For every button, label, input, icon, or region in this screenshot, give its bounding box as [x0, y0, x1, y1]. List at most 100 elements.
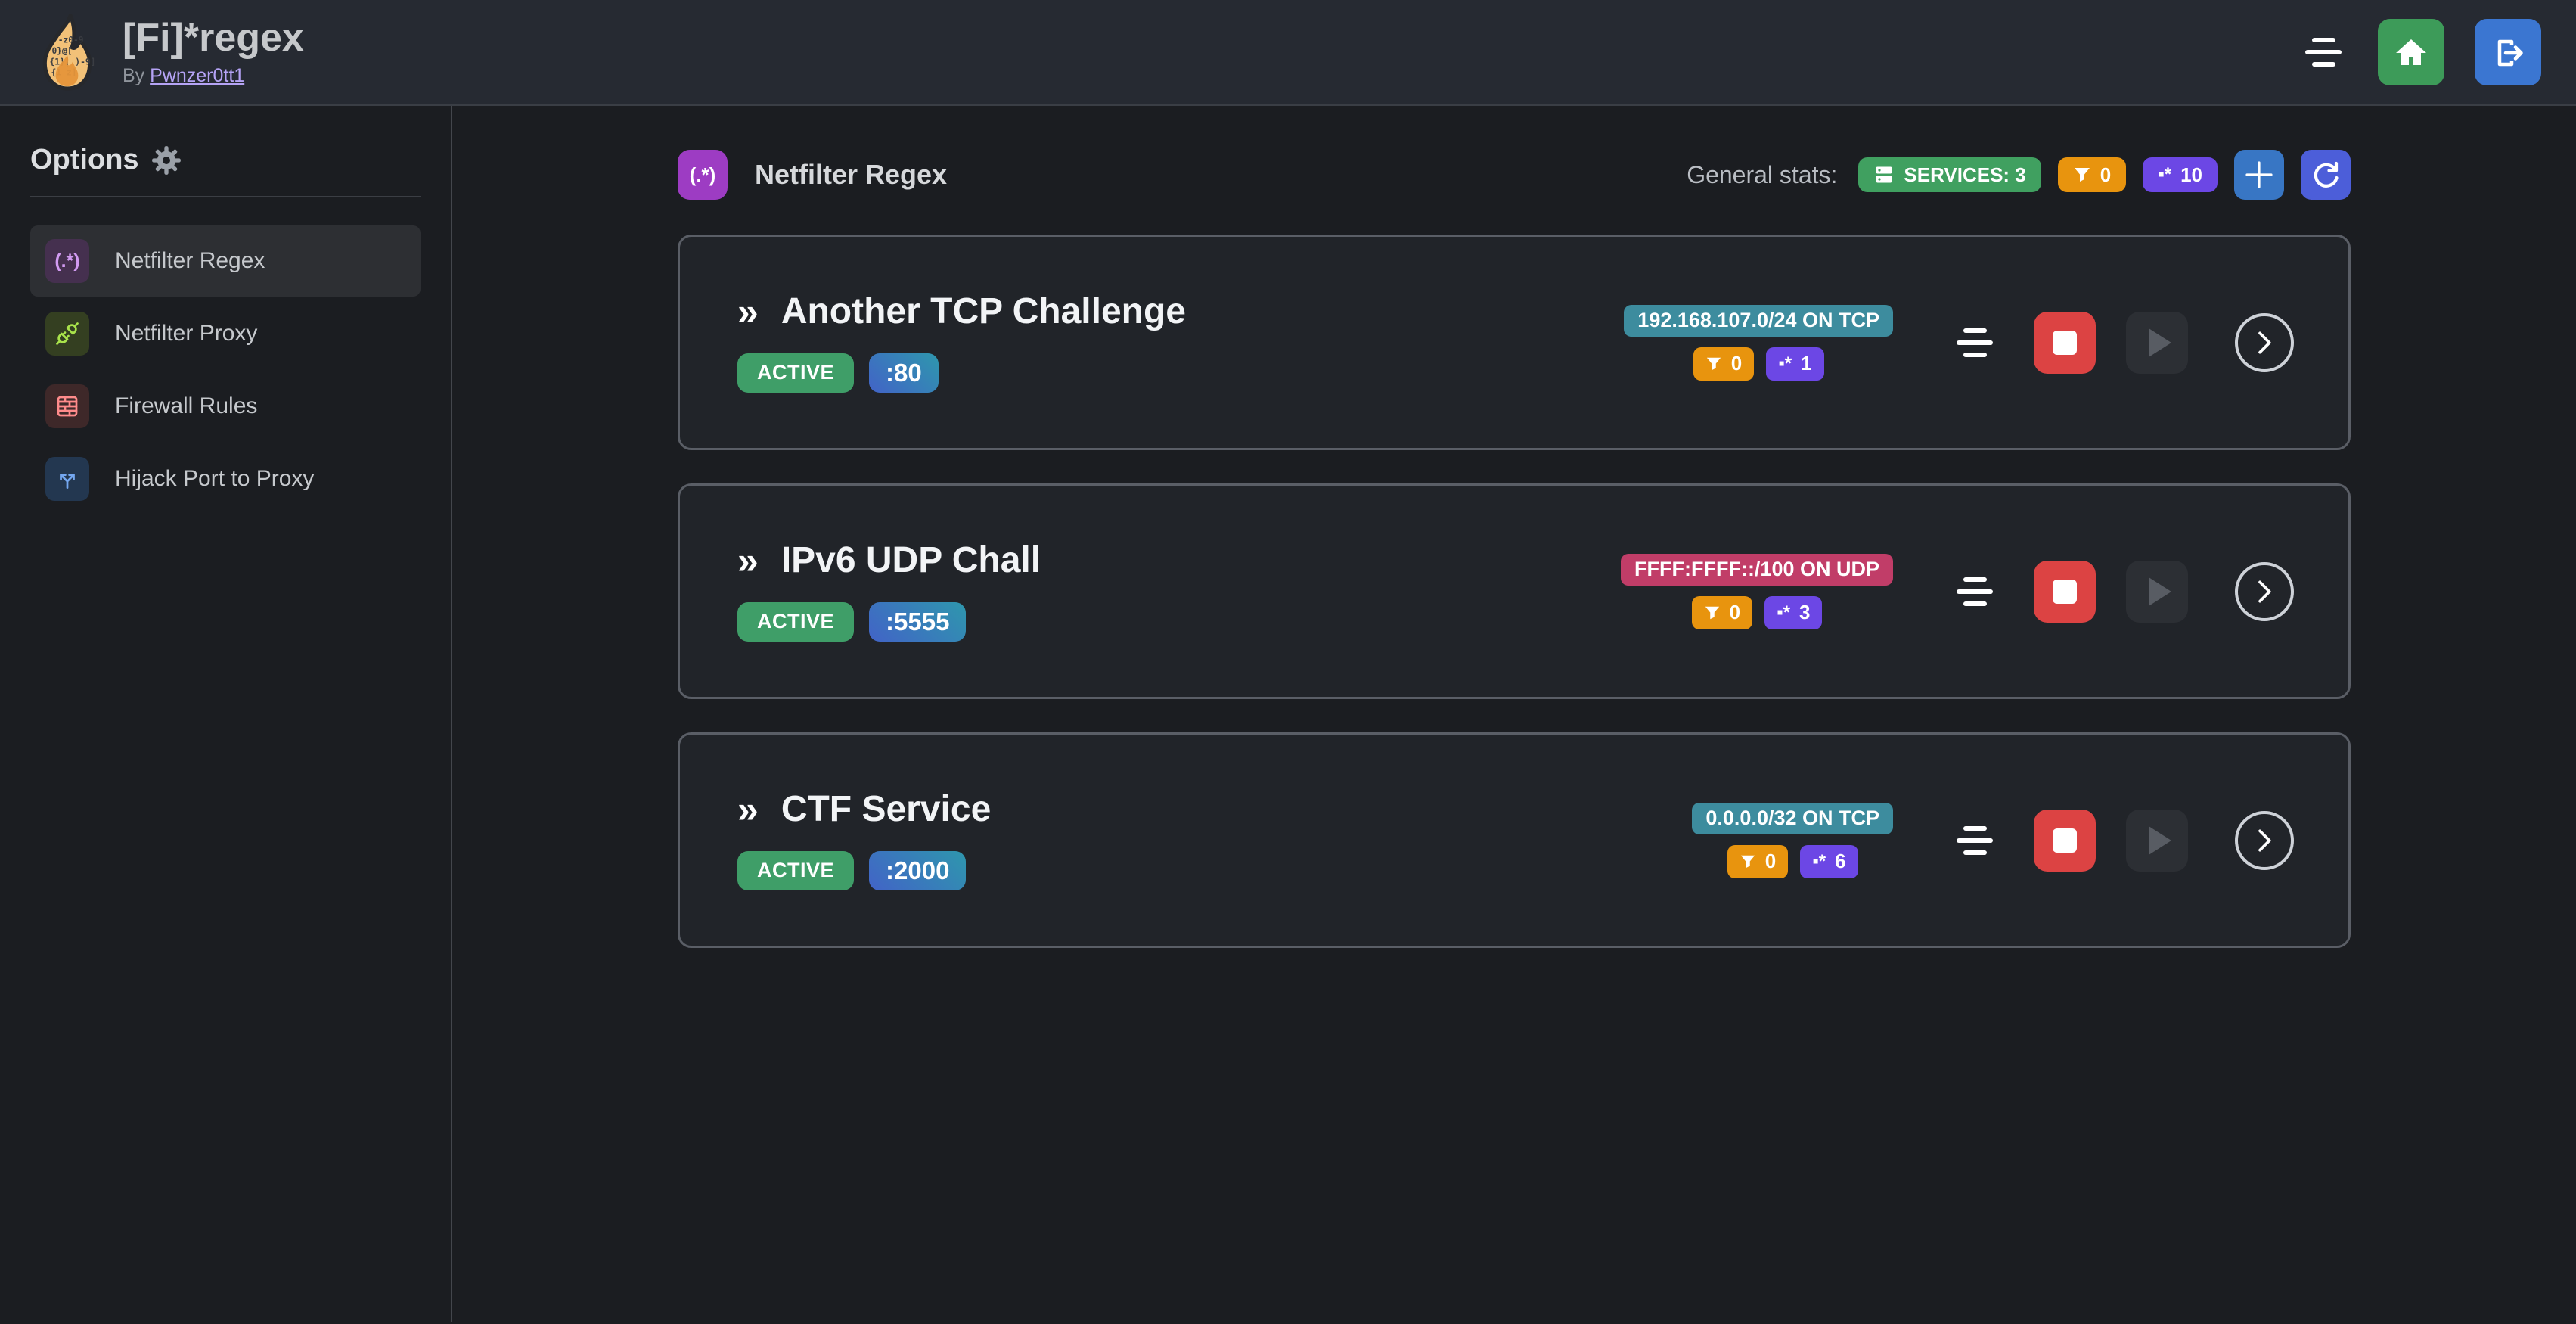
stop-icon	[2053, 330, 2077, 355]
funnel-icon	[1705, 606, 1719, 619]
home-icon	[2396, 39, 2426, 65]
refresh-icon	[2314, 161, 2339, 188]
regex-glyph-icon: ▪*	[2158, 164, 2172, 185]
sidebar-item-label: Firewall Rules	[115, 393, 258, 418]
arrows-split-icon	[45, 457, 89, 501]
service-name: IPv6 UDP Chall	[781, 539, 1041, 580]
logout-icon	[2497, 39, 2523, 67]
target-badge: 192.168.107.0/24 ON TCP	[1624, 304, 1893, 337]
open-service-button[interactable]	[2235, 561, 2294, 621]
plug-connected-icon	[45, 312, 89, 356]
regex-glyph-icon: ▪*	[1812, 850, 1826, 872]
section-icon-glyph: (.*)	[689, 163, 716, 186]
regexes-badge: ▪* 6	[1800, 844, 1858, 878]
chevron-right-icon	[2258, 580, 2271, 602]
regexes-count: 3	[1799, 601, 1811, 623]
play-button-disabled[interactable]	[2126, 809, 2188, 872]
regexes-count: 10	[2180, 163, 2202, 186]
port-badge: :2000	[869, 850, 967, 890]
author-link[interactable]: Pwnzer0tt1	[150, 64, 245, 86]
play-icon	[2149, 825, 2171, 855]
stop-button[interactable]	[2034, 560, 2096, 623]
sidebar-item-label: Netfilter Regex	[115, 248, 265, 273]
app-title-block: [Fi]*regex By Pwnzer0tt1	[123, 17, 304, 87]
play-button-disabled[interactable]	[2126, 311, 2188, 374]
logout-button[interactable]	[2475, 19, 2541, 85]
service-name: CTF Service	[781, 788, 992, 829]
regexes-count: 1	[1801, 352, 1812, 375]
target-badge: FFFF:FFFF::/100 ON UDP	[1621, 553, 1893, 586]
regex-icon: (.*)	[45, 239, 89, 283]
service-card: » CTF Service ACTIVE :2000 0.0.0.0/32 ON…	[678, 732, 2351, 948]
funnel-icon	[1706, 357, 1721, 370]
regex-glyph-icon: ▪*	[1778, 353, 1792, 374]
sidebar-item-firewall-rules[interactable]: Firewall Rules	[30, 371, 421, 442]
regexes-stat-badge: ▪* 10	[2143, 157, 2218, 192]
stop-icon	[2053, 828, 2077, 853]
filtered-badge: 0	[1693, 347, 1755, 381]
stop-icon	[2053, 579, 2077, 604]
port-badge: :5555	[869, 601, 967, 642]
byline-prefix: By	[123, 64, 145, 86]
service-menu-icon[interactable]	[1951, 571, 1999, 612]
service-list: » Another TCP Challenge ACTIVE :80 192.1…	[678, 235, 2351, 948]
regex-icon-glyph: (.*)	[54, 250, 80, 272]
plus-icon	[2245, 161, 2273, 188]
regexes-badge: ▪* 1	[1766, 347, 1824, 381]
filtered-count: 0	[1729, 601, 1741, 623]
play-button-disabled[interactable]	[2126, 560, 2188, 623]
app-title: [Fi]*regex	[123, 16, 304, 61]
refresh-button[interactable]	[2301, 150, 2351, 200]
header-actions	[2299, 19, 2541, 85]
filtered-count: 0	[1764, 850, 1777, 872]
regex-glyph-icon: ▪*	[1777, 601, 1790, 623]
chevrons-right-icon: »	[737, 290, 759, 333]
service-controls: 192.168.107.0/24 ON TCP 0 ▪* 1	[1624, 304, 2294, 381]
funnel-icon	[1740, 855, 1755, 868]
filtered-count: 0	[1730, 352, 1743, 375]
services-count: SERVICES: 3	[1904, 163, 2026, 186]
service-info: » CTF Service ACTIVE :2000	[737, 791, 1692, 890]
stop-button[interactable]	[2034, 311, 2096, 374]
sidebar-item-netfilter-regex[interactable]: (.*) Netfilter Regex	[30, 225, 421, 297]
service-card: » Another TCP Challenge ACTIVE :80 192.1…	[678, 235, 2351, 450]
open-service-button[interactable]	[2235, 810, 2294, 870]
service-info: » Another TCP Challenge ACTIVE :80	[737, 293, 1624, 393]
stop-button[interactable]	[2034, 809, 2096, 872]
svg-text:-z0-9: -z0-9	[58, 36, 84, 45]
general-stats: General stats: SERVICES: 3	[1687, 150, 2351, 200]
filtered-badge: 0	[1691, 595, 1753, 629]
main-content: (.*) Netfilter Regex General stats: SERV…	[452, 106, 2576, 1322]
regexes-badge: ▪* 3	[1764, 595, 1823, 629]
brick-wall-icon	[45, 384, 89, 428]
service-controls: 0.0.0.0/32 ON TCP 0 ▪* 6	[1692, 802, 2294, 878]
home-button[interactable]	[2378, 19, 2444, 85]
add-service-button[interactable]	[2234, 150, 2284, 200]
play-icon	[2149, 577, 2171, 606]
service-controls: FFFF:FFFF::/100 ON UDP 0 ▪* 3	[1621, 553, 2294, 629]
section-header: (.*) Netfilter Regex General stats: SERV…	[678, 150, 2351, 200]
chevrons-right-icon: »	[737, 788, 759, 831]
sidebar-item-label: Netfilter Proxy	[115, 321, 258, 346]
chevrons-right-icon: »	[737, 539, 759, 582]
chevron-right-icon	[2258, 331, 2271, 353]
app-header: -z0-9 0}@[ {1}| )-9] {1 z] [Fi]*regex By…	[0, 0, 2576, 106]
open-service-button[interactable]	[2235, 312, 2294, 372]
sidebar-divider	[30, 196, 421, 197]
port-badge: :80	[869, 353, 939, 393]
sidebar-item-hijack-port[interactable]: Hijack Port to Proxy	[30, 443, 421, 514]
service-menu-icon[interactable]	[1951, 820, 1999, 861]
sidebar: Options (.*)	[0, 106, 452, 1322]
service-name: Another TCP Challenge	[781, 291, 1186, 331]
svg-text:0}@[: 0}@[	[52, 46, 73, 56]
services-count-badge: SERVICES: 3	[1858, 157, 2041, 192]
options-heading-label: Options	[30, 144, 139, 176]
header-menu-icon[interactable]	[2299, 32, 2348, 73]
general-stats-label: General stats:	[1687, 160, 1838, 188]
filtered-count: 0	[2100, 163, 2112, 186]
service-menu-icon[interactable]	[1951, 322, 1999, 363]
service-info: » IPv6 UDP Chall ACTIVE :5555	[737, 542, 1621, 642]
sidebar-item-netfilter-proxy[interactable]: Netfilter Proxy	[30, 298, 421, 369]
play-icon	[2149, 328, 2171, 357]
service-card: » IPv6 UDP Chall ACTIVE :5555 FFFF:FFFF:…	[678, 483, 2351, 699]
